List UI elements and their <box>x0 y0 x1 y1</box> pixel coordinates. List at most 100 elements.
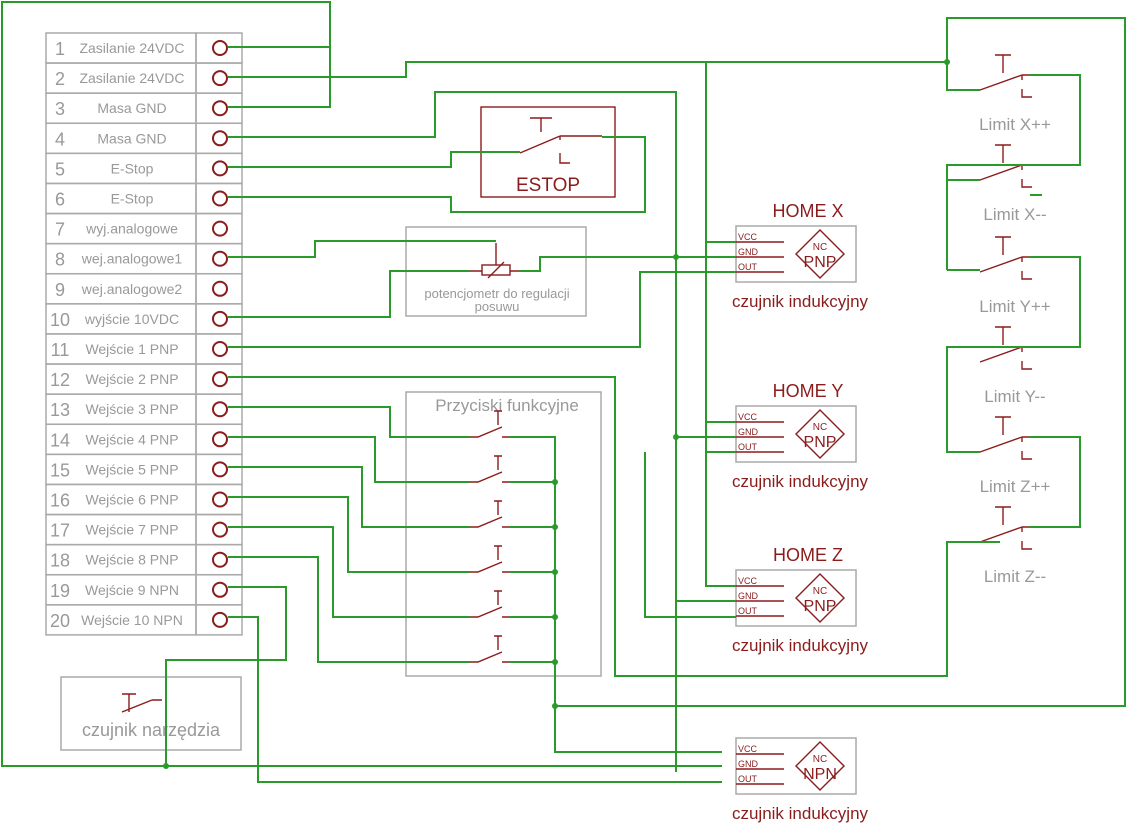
sensor-pin-label: GND <box>738 591 759 601</box>
sensor-pin-label: VCC <box>738 744 758 754</box>
terminal-label: Zasilanie 24VDC <box>79 70 184 86</box>
junctions <box>163 59 950 769</box>
sensor-type: NPN <box>803 766 837 783</box>
terminal-label: Wejście 8 PNP <box>85 552 178 568</box>
terminal-screw[interactable] <box>212 130 228 147</box>
terminal-number: 17 <box>50 521 70 541</box>
push-button-icon <box>470 500 510 528</box>
terminal-screw[interactable] <box>212 521 228 538</box>
terminal-label: E-Stop <box>111 191 154 207</box>
terminal-number: 8 <box>55 250 65 270</box>
tool-sensor-label: czujnik narzędzia <box>82 720 221 740</box>
tool-sensor-box: czujnik narzędzia <box>60 676 242 751</box>
function-buttons-box: Przyciski funkcyjne <box>405 391 602 677</box>
terminal-screw[interactable] <box>212 70 228 87</box>
terminal-screw[interactable] <box>212 611 228 628</box>
limit-switch-icon <box>979 416 1032 460</box>
sensor-title: HOME X <box>772 201 843 221</box>
terminal-screw[interactable] <box>212 250 228 267</box>
terminal-screw[interactable] <box>212 491 228 508</box>
terminal-label: E-Stop <box>111 160 154 176</box>
terminal-number: 13 <box>50 400 70 420</box>
sensor-title: HOME Z <box>773 545 843 565</box>
sensor-pin-label: VCC <box>738 412 758 422</box>
sensor-pin-label: OUT <box>738 262 758 272</box>
terminal-number: 19 <box>50 581 70 601</box>
sensor-type: PNP <box>804 434 837 451</box>
sensor-nc: NC <box>813 586 827 597</box>
limit-switches: Limit X++ Limit X-- Limit Y++ Limit Y-- Limi… <box>979 54 1051 586</box>
sensor-nc: NC <box>813 754 827 765</box>
terminal-number: 3 <box>55 99 65 119</box>
terminal-label: Zasilanie 24VDC <box>79 40 184 56</box>
sensor-type: PNP <box>804 598 837 615</box>
limit-switch-icon <box>979 54 1032 98</box>
terminal-number: 10 <box>50 310 70 330</box>
push-button-icon <box>470 545 510 573</box>
terminal-screw[interactable] <box>212 40 228 56</box>
terminal-label: Wejście 1 PNP <box>85 341 178 357</box>
sensor-title: HOME Y <box>773 381 844 401</box>
terminal-label: wyjście 10VDC <box>84 311 179 327</box>
sensor-nc: NC <box>813 242 827 253</box>
limit-label: Limit Y-- <box>984 387 1045 406</box>
terminal-label: wyj.analogowe <box>85 221 178 237</box>
terminal-number: 18 <box>50 551 70 571</box>
terminal-number: 6 <box>55 190 65 210</box>
limit-switch-icon <box>979 506 1032 550</box>
limit-switch-icon <box>979 236 1032 280</box>
limit-label: Limit X++ <box>979 115 1051 134</box>
limit-label: Limit Z-- <box>984 567 1046 586</box>
wires <box>1 1 1126 783</box>
limit-label: Limit X-- <box>983 205 1046 224</box>
sensor-caption: czujnik indukcyjny <box>732 636 869 655</box>
terminal-screw[interactable] <box>212 551 228 568</box>
estop-label: ESTOP <box>516 175 580 196</box>
terminal-label: Masa GND <box>97 130 166 146</box>
terminal-screw[interactable] <box>212 461 228 478</box>
limit-switch-icon <box>979 326 1032 370</box>
terminal-number: 2 <box>55 69 65 89</box>
sensor-pin-label: GND <box>738 247 759 257</box>
limit-label: Limit Y++ <box>979 297 1051 316</box>
terminal-number: 12 <box>50 370 70 390</box>
sensor-caption: czujnik indukcyjny <box>732 292 869 311</box>
sensor-nc: NC <box>813 422 827 433</box>
sensor-pin-label: OUT <box>738 774 758 784</box>
terminal-screw[interactable] <box>212 190 228 207</box>
sensor-pin-label: VCC <box>738 232 758 242</box>
terminal-screw[interactable] <box>212 371 228 388</box>
terminal-screw[interactable] <box>212 431 228 448</box>
limit-switch-icon <box>979 144 1032 188</box>
terminal-number: 1 <box>55 39 65 59</box>
terminal-screw[interactable] <box>212 401 228 418</box>
terminal-label: Wejście 10 NPN <box>81 612 183 628</box>
terminal-screw[interactable] <box>212 100 228 117</box>
sensor-pin-label: OUT <box>738 606 758 616</box>
sensor-caption: czujnik indukcyjny <box>732 472 869 491</box>
terminal-number: 9 <box>55 280 65 300</box>
terminal-screw[interactable] <box>212 160 228 177</box>
terminal-label: wej.analogowe2 <box>81 281 183 297</box>
limit-label: Limit Z++ <box>980 477 1051 496</box>
terminal-number: 15 <box>50 460 70 480</box>
sensor-pin-label: OUT <box>738 442 758 452</box>
terminal-screw[interactable] <box>212 581 228 598</box>
push-button-icon <box>470 635 510 663</box>
terminal-number: 11 <box>51 340 70 360</box>
terminal-screw[interactable] <box>212 220 228 237</box>
terminal-screw[interactable] <box>212 310 228 327</box>
terminal-number: 5 <box>55 159 65 179</box>
terminal-screw[interactable] <box>212 341 228 357</box>
terminal-label: Wejście 2 PNP <box>85 371 178 387</box>
terminal-screw[interactable] <box>212 280 228 297</box>
sensor-pin-label: GND <box>738 759 759 769</box>
terminal-label: Wejście 4 PNP <box>85 431 178 447</box>
push-button-icon <box>470 410 510 438</box>
terminal-label: Masa GND <box>97 100 166 116</box>
